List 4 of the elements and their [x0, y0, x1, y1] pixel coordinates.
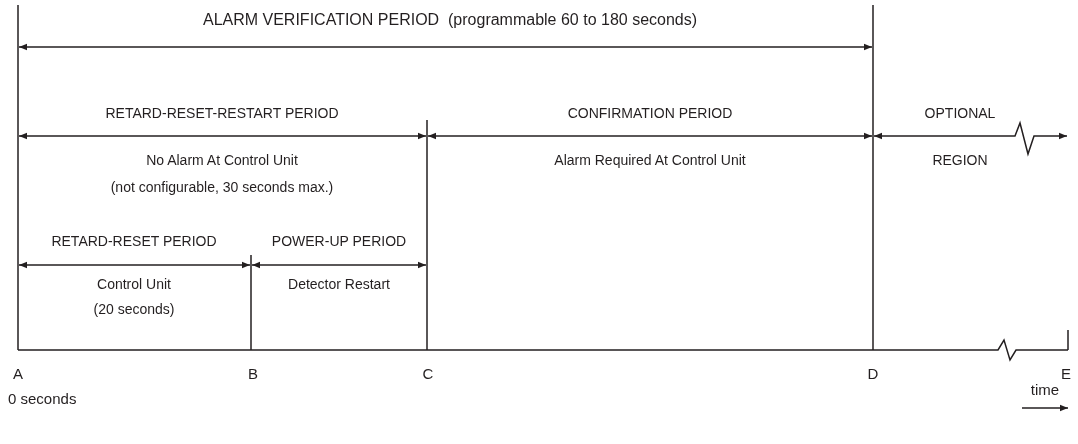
period-description: Alarm Required At Control Unit [552, 152, 748, 169]
period-title: ALARM VERIFICATION PERIOD (programmable 60 to 180 seconds) [200, 10, 700, 30]
period-description: (20 seconds) [91, 301, 177, 318]
period-description: (not configurable, 30 seconds max.) [108, 179, 336, 196]
